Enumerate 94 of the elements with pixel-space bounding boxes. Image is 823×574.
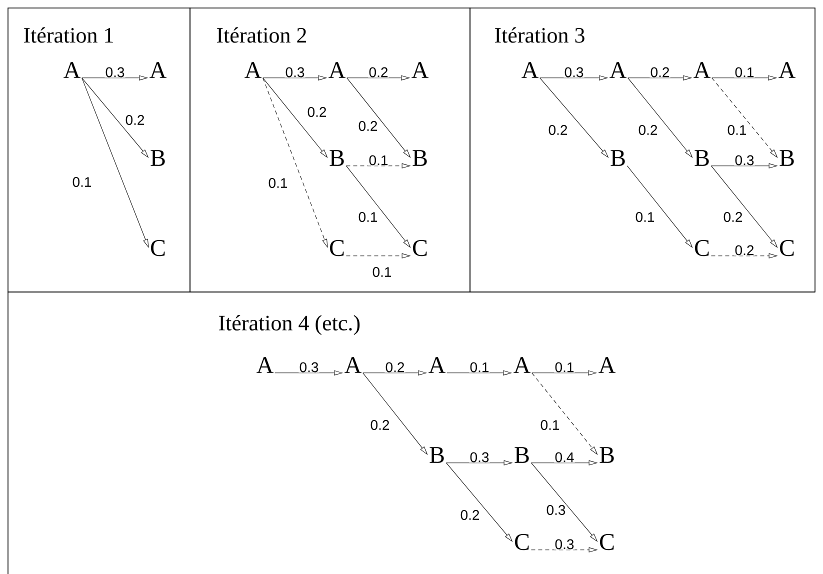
- state-letter: B: [514, 447, 529, 463]
- arrow: [530, 462, 598, 542]
- arrow: [82, 78, 148, 158]
- edge-label: 0.2: [722, 211, 744, 223]
- edge-label: 0.4: [554, 452, 575, 463]
- arrow: [540, 78, 608, 158]
- edge-label: 0.1: [358, 211, 378, 223]
- edge-label: 0.1: [268, 177, 288, 189]
- state-letter: A: [64, 62, 80, 78]
- arrow: [710, 253, 778, 258]
- edge-label: 0.1: [469, 362, 490, 373]
- state-letter: B: [412, 150, 427, 166]
- edge-label: 0.2: [306, 106, 328, 118]
- edge-label: 0.2: [358, 120, 378, 132]
- arrow: [628, 78, 692, 158]
- arrow: [346, 78, 410, 158]
- state-letter: B: [430, 447, 444, 463]
- state-letter: A: [778, 62, 796, 78]
- edge-label: 0.2: [734, 244, 755, 256]
- arrow: [540, 75, 608, 80]
- state-letter: B: [780, 150, 794, 166]
- state-letter: C: [780, 240, 794, 256]
- state-letter: A: [150, 62, 166, 78]
- arrow: [274, 370, 342, 376]
- arrow: [346, 166, 410, 248]
- state-letter: A: [610, 62, 626, 78]
- arrow: [346, 253, 410, 258]
- edge-label: 0.2: [368, 66, 389, 78]
- edge-label: 0.1: [72, 176, 92, 188]
- edge-label: 0.2: [460, 509, 480, 521]
- arrow: [626, 166, 692, 248]
- state-letter: A: [514, 357, 530, 373]
- edge-label: 0.2: [124, 114, 146, 126]
- edge-label: 0.1: [540, 419, 560, 431]
- edge-label: 0.2: [548, 124, 568, 136]
- state-letter: A: [598, 357, 616, 373]
- arrow: [710, 163, 778, 168]
- edge-label: 0.1: [368, 154, 389, 166]
- edge-label: 0.3: [284, 66, 306, 78]
- state-letter: B: [600, 447, 614, 463]
- state-letter: A: [694, 62, 710, 78]
- edge-label: 0.1: [372, 266, 392, 278]
- arrow: [346, 163, 410, 168]
- state-letter: A: [256, 357, 274, 373]
- state-letter: C: [600, 534, 614, 550]
- arrow: [628, 75, 692, 80]
- edge-label: 0.2: [650, 66, 670, 78]
- arrow: [346, 75, 410, 80]
- arrow: [446, 462, 512, 542]
- arrow: [82, 75, 148, 80]
- arrow: [710, 166, 778, 248]
- edge-label: 0.3: [104, 66, 126, 78]
- state-letter: C: [514, 534, 529, 550]
- arrow: [262, 78, 328, 248]
- state-letter: A: [244, 62, 262, 78]
- state-letter: A: [344, 357, 362, 373]
- edge-label: 0.3: [554, 538, 575, 550]
- edge-label: 0.2: [370, 419, 390, 431]
- edge-label: 0.1: [734, 66, 755, 78]
- state-letter: A: [328, 62, 346, 78]
- edge-label: 0.2: [384, 362, 406, 373]
- edge-label: 0.1: [726, 124, 748, 136]
- edge-label: 0.3: [469, 452, 490, 463]
- state-letter: B: [694, 150, 709, 166]
- arrow: [82, 78, 149, 248]
- arrow: [532, 372, 598, 455]
- state-letter: C: [695, 240, 709, 256]
- arrow: [262, 78, 328, 158]
- arrow: [712, 75, 776, 80]
- arrow: [532, 370, 596, 376]
- edge-label: 0.3: [298, 362, 320, 373]
- edge-label: 0.3: [546, 504, 566, 516]
- edge-label: 0.3: [564, 66, 584, 78]
- arrow: [530, 547, 598, 552]
- state-letter: A: [412, 62, 428, 78]
- arrow: [446, 460, 512, 466]
- arrow: [530, 460, 598, 466]
- state-letter: A: [428, 357, 446, 373]
- arrow: [362, 372, 428, 455]
- arrow: [262, 75, 326, 80]
- state-letter: C: [330, 240, 344, 256]
- arrow: [446, 370, 512, 376]
- state-letter: C: [150, 240, 165, 256]
- state-letter: B: [330, 150, 344, 166]
- arrow: [712, 78, 778, 158]
- edge-label: 0.1: [554, 362, 575, 373]
- state-letter: B: [610, 150, 625, 166]
- arrow: [362, 370, 426, 376]
- edge-label: 0.2: [638, 124, 658, 136]
- state-letter: B: [150, 150, 165, 166]
- edge-label: 0.3: [734, 154, 755, 166]
- state-letter: A: [522, 62, 538, 78]
- edge-label: 0.1: [634, 211, 656, 223]
- state-letter: C: [412, 240, 427, 256]
